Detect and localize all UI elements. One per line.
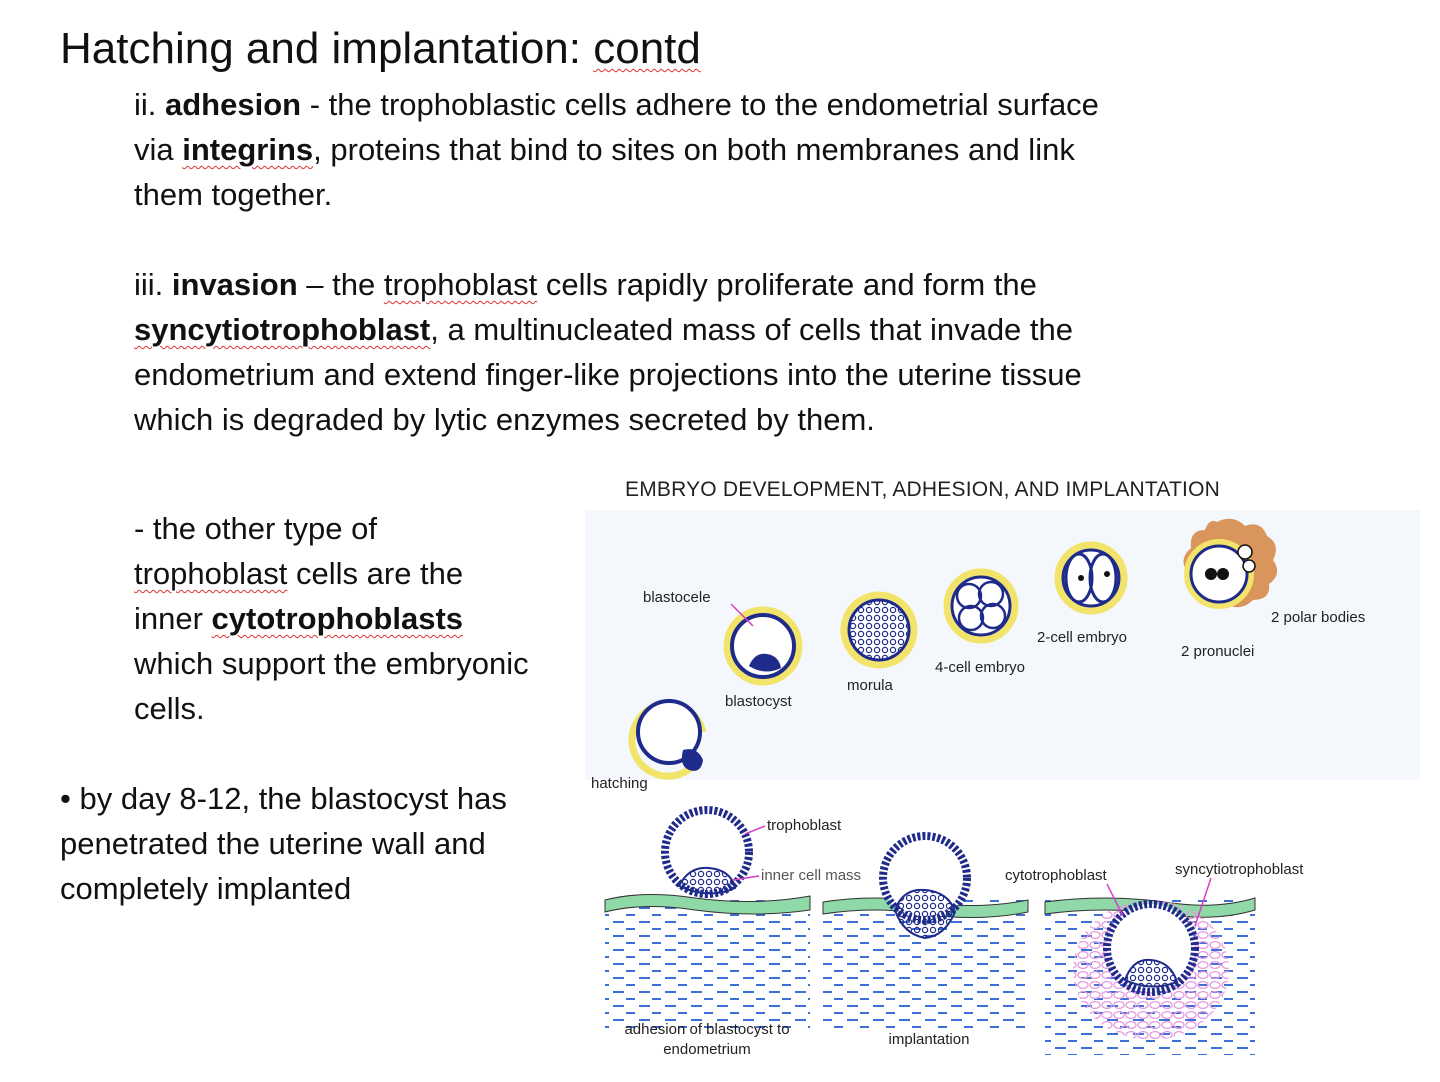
syncytiotrophoblast-term: syncytiotrophoblast (134, 312, 431, 347)
label-cytotrophoblast: cytotrophoblast (1005, 867, 1108, 884)
title-emph: contd (593, 24, 701, 73)
cytotrophoblast-pointer (1106, 883, 1124, 917)
integrins-term: integrins (182, 132, 314, 167)
label-adhesion-line-2: endometrium (663, 1041, 751, 1058)
cyto-text-3: which support the embryonic cells. (134, 646, 529, 726)
invasion-paragraph: iii. invasion – the trophoblast cells ra… (134, 262, 1164, 442)
label-blastocele: blastocele (643, 589, 711, 606)
trophoblast-term: trophoblast (383, 267, 538, 302)
label-trophoblast: trophoblast (767, 817, 842, 834)
adhesion-paragraph: ii. adhesion - the trophoblastic cells a… (134, 82, 1124, 217)
hatching-embryo (628, 699, 707, 780)
label-syncytiotrophoblast: syncytiotrophoblast (1175, 861, 1304, 878)
label-pronuclei: 2 pronuclei (1181, 643, 1254, 660)
label-inner-cell-mass: inner cell mass (761, 867, 861, 884)
invasion-text-2: cells rapidly proliferate and form the (537, 267, 1037, 302)
adhesion-prefix: ii. (134, 87, 165, 122)
label-polar-bodies: 2 polar bodies (1271, 609, 1365, 626)
invasion-prefix: iii. (134, 267, 172, 302)
blastocyst (723, 606, 803, 686)
blastocele-pointer (730, 603, 754, 627)
label-four-cell: 4-cell embryo (935, 659, 1025, 676)
title-main: Hatching and implantation: (60, 24, 594, 73)
syncytiotrophoblast-pointer (1194, 877, 1212, 927)
endometrium-tissue-1 (605, 900, 810, 1030)
label-implantation: implantation (889, 1031, 970, 1048)
label-two-cell: 2-cell embryo (1037, 629, 1127, 646)
label-morula: morula (847, 677, 894, 694)
cyto-trophoblast-term: trophoblast (134, 556, 288, 591)
adhesion-text-2: , proteins that bind to sites on both me… (134, 132, 1075, 212)
cyto-text-2: cells are the inner (134, 556, 464, 636)
morula (840, 591, 918, 669)
implanted-blastocyst (1103, 900, 1199, 996)
cytotrophoblasts-term: cytotrophoblasts (211, 601, 464, 636)
figure-title: EMBRYO DEVELOPMENT, ADHESION, AND IMPLAN… (625, 478, 1220, 501)
embryo-diagram: EMBRYO DEVELOPMENT, ADHESION, AND IMPLAN… (585, 478, 1420, 1058)
cytotrophoblast-paragraph: - the other type of trophoblast cells ar… (134, 506, 534, 731)
adhesion-text-1: - the trophoblastic cells adhere to the … (134, 87, 1099, 167)
invasion-text-1: – the (297, 267, 384, 302)
bullet-text: by day 8-12, the blastocyst has penetrat… (60, 781, 507, 906)
pronuclei-stage (1183, 518, 1278, 609)
label-hatching: hatching (591, 775, 648, 792)
icm-pointer (732, 875, 760, 881)
invasion-term: invasion (171, 267, 298, 302)
two-cell-embryo (1054, 541, 1128, 615)
bullet-paragraph: • by day 8-12, the blastocyst has penetr… (60, 776, 565, 911)
adhesion-term: adhesion (165, 87, 302, 122)
epithelium-1 (604, 893, 811, 915)
cyto-text-1: - the other type of (134, 511, 377, 546)
bullet-symbol: • (60, 781, 71, 816)
trophoblast-pointer (744, 825, 766, 835)
implanting-blastocyst (879, 832, 971, 940)
top-panel-bg (585, 510, 1420, 780)
invasion-text-3: , a multinucleated mass of cells that in… (134, 312, 1082, 437)
label-adhesion-line-1: adhesion of blastocyst to (624, 1021, 789, 1038)
label-blastocyst: blastocyst (725, 693, 793, 710)
adhering-blastocyst (661, 806, 753, 898)
embryo-development-figure: EMBRYO DEVELOPMENT, ADHESION, AND IMPLAN… (585, 470, 1420, 1070)
slide-title: Hatching and implantation: contd (60, 22, 701, 76)
four-cell-embryo (943, 568, 1019, 644)
